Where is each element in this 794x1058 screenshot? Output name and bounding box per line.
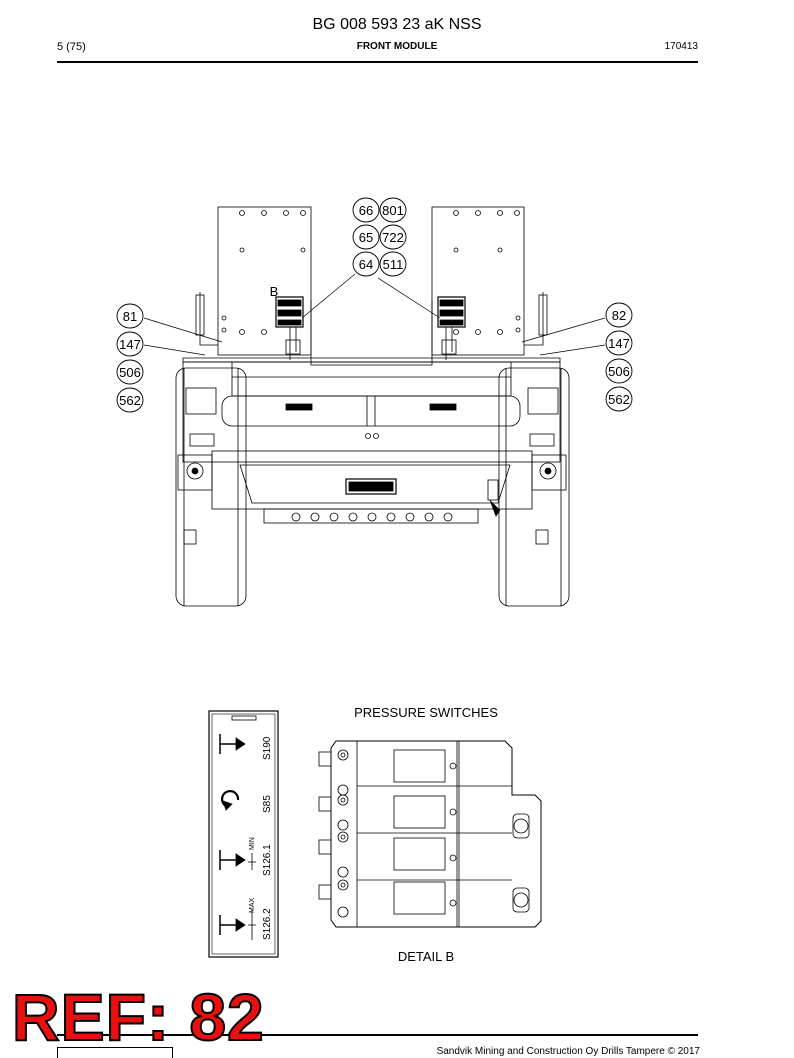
footer-copyright: Sandvik Mining and Construction Oy Drill…	[436, 1046, 700, 1057]
page-number: 5 (75)	[57, 41, 86, 53]
switch-label-s85: S85	[262, 795, 273, 813]
callout-circles	[116, 197, 633, 413]
callout-82: 82	[612, 308, 626, 323]
front-module-drawing	[143, 206, 606, 607]
reference-label: REF: 82	[11, 980, 265, 1054]
callout-64: 64	[359, 257, 373, 272]
plate-holes	[221, 210, 521, 335]
callout-801: 801	[382, 203, 404, 218]
min-label: MIN	[249, 837, 256, 850]
callout-81: 81	[123, 309, 137, 324]
callout-65: 65	[359, 230, 373, 245]
footer-rule	[57, 1034, 698, 1036]
callout-66: 66	[359, 203, 373, 218]
label-plate	[208, 710, 279, 958]
callout-562-left: 562	[119, 393, 141, 408]
pressure-switches-title: PRESSURE SWITCHES	[354, 705, 498, 720]
document-title: BG 008 593 23 aK NSS	[312, 16, 482, 33]
header-rule	[57, 61, 698, 63]
pressure-switch-detail	[318, 740, 542, 928]
max-label: MAX	[249, 898, 256, 914]
detail-b-title: DETAIL B	[398, 949, 454, 964]
callout-511: 511	[383, 257, 404, 272]
right-mounting-plate	[431, 206, 525, 356]
switch-label-s126-2: S126.2	[262, 908, 273, 940]
document-date: 170413	[664, 41, 698, 52]
switch-label-s190: S190	[262, 736, 273, 760]
section-title: FRONT MODULE	[356, 41, 438, 52]
callout-147-left: 147	[119, 337, 141, 352]
callout-506-right: 506	[608, 364, 630, 379]
detail-marker: B	[270, 284, 279, 299]
left-mounting-plate	[217, 206, 312, 356]
callout-147-right: 147	[608, 336, 630, 351]
switch-label-s126-1: S126.1	[262, 844, 273, 876]
bolt-row	[291, 512, 453, 522]
callout-722: 722	[382, 230, 404, 245]
callout-562-right: 562	[608, 392, 630, 407]
callout-506-left: 506	[119, 365, 141, 380]
